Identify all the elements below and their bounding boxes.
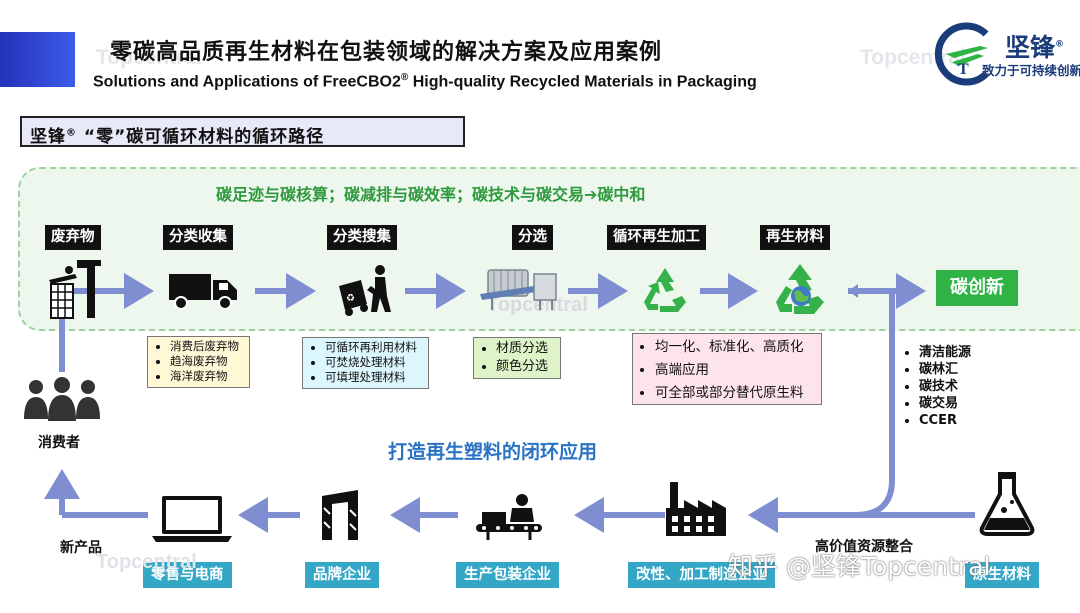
- new-product-label: 新产品: [60, 540, 102, 556]
- step-label-waste: 废弃物: [45, 225, 101, 250]
- list-item: 可全部或部分替代原生料: [655, 382, 817, 405]
- brand-building-icon: [322, 490, 358, 540]
- resource-label: 高价值资源整合: [815, 539, 913, 555]
- carbon-innovation-tag: 碳创新: [936, 270, 1018, 306]
- list-item: 可循环再利用材料: [325, 340, 424, 355]
- bottom-label-brand: 品牌企业: [305, 562, 379, 588]
- page-title: 零碳高品质再生材料在包装领域的解决方案及应用案例: [110, 40, 663, 65]
- factory-icon: [666, 482, 726, 536]
- list-item: 均一化、标准化、高质化: [655, 336, 817, 359]
- sorting-note: 材质分选 颜色分选: [473, 337, 561, 379]
- list-item: 碳交易: [919, 395, 971, 412]
- list-item: 可填埋处理材料: [325, 370, 424, 385]
- recycle-icon: [644, 268, 686, 312]
- svg-text:T: T: [958, 61, 969, 78]
- laptop-icon: [152, 496, 232, 542]
- truck-icon: [169, 274, 237, 310]
- list-item: 消费后废弃物: [170, 339, 245, 354]
- list-item: 趋海废弃物: [170, 354, 245, 369]
- recycle-globe-icon: [776, 264, 824, 314]
- list-item: 材质分选: [496, 340, 556, 358]
- consumers-icon: [24, 377, 100, 421]
- bottom-label-packaging: 生产包装企业: [456, 562, 559, 588]
- step-label-recycled: 再生材料: [760, 225, 830, 250]
- waste-bin-icon: [49, 260, 101, 319]
- list-item: 可焚烧处理材料: [325, 355, 424, 370]
- flask-icon: [979, 472, 1035, 536]
- gathering-note: 可循环再利用材料 可焚烧处理材料 可填埋处理材料: [302, 337, 429, 389]
- accent-bar: [0, 32, 75, 87]
- list-item: 清洁能源: [919, 344, 971, 361]
- closed-loop-title: 打造再生塑料的闭环应用: [388, 441, 598, 463]
- list-item: 海洋废弃物: [170, 369, 245, 384]
- bottom-label-manufacturing: 改性、加工制造企业: [628, 562, 775, 588]
- consumer-label: 消费者: [38, 435, 80, 451]
- processing-note: 均一化、标准化、高质化 高端应用 可全部或部分替代原生料: [632, 333, 822, 405]
- step-label-gather: 分类搜集: [327, 225, 397, 250]
- path-title: 坚锋® “零”碳可循环材料的循环路径: [20, 116, 465, 147]
- carbon-bullets: 清洁能源 碳林汇 碳技术 碳交易 CCER: [905, 344, 971, 429]
- collection-note: 消费后废弃物 趋海废弃物 海洋废弃物: [147, 336, 250, 388]
- worker-cart-icon: ♻: [339, 265, 391, 316]
- bottom-watermark: Topcentral: [96, 551, 197, 573]
- page-subtitle: Solutions and Applications of FreeCBO2® …: [93, 72, 757, 91]
- step-label-sort: 分选: [512, 225, 553, 250]
- list-item: 碳技术: [919, 378, 971, 395]
- header-watermark-left: Topcentral: [96, 46, 202, 69]
- bottom-label-retail: 零售与电商: [143, 562, 232, 588]
- list-item: CCER: [919, 412, 971, 429]
- step-label-process: 循环再生加工: [607, 225, 706, 250]
- list-item: 颜色分选: [496, 358, 556, 376]
- logo-slogan: 致力于可持续创新: [982, 63, 1080, 78]
- middle-watermark: Topcentral: [487, 294, 588, 316]
- step-label-collect: 分类收集: [163, 225, 233, 250]
- carbon-line: 碳足迹与碳核算；碳减排与碳效率；碳技术与碳交易➔碳中和: [216, 185, 646, 204]
- logo-name: 坚锋®: [1005, 33, 1065, 62]
- zhihu-watermark: 知乎 @坚锋Topcentral: [728, 552, 991, 581]
- bottom-label-virgin-material: 原生材料: [965, 562, 1039, 588]
- svg-text:♻: ♻: [346, 293, 355, 304]
- list-item: 碳林汇: [919, 361, 971, 378]
- conveyor-icon: [476, 494, 542, 540]
- list-item: 高端应用: [655, 359, 817, 382]
- sorting-machine-icon: [480, 269, 557, 310]
- topcentral-logo-icon: T: [934, 22, 989, 86]
